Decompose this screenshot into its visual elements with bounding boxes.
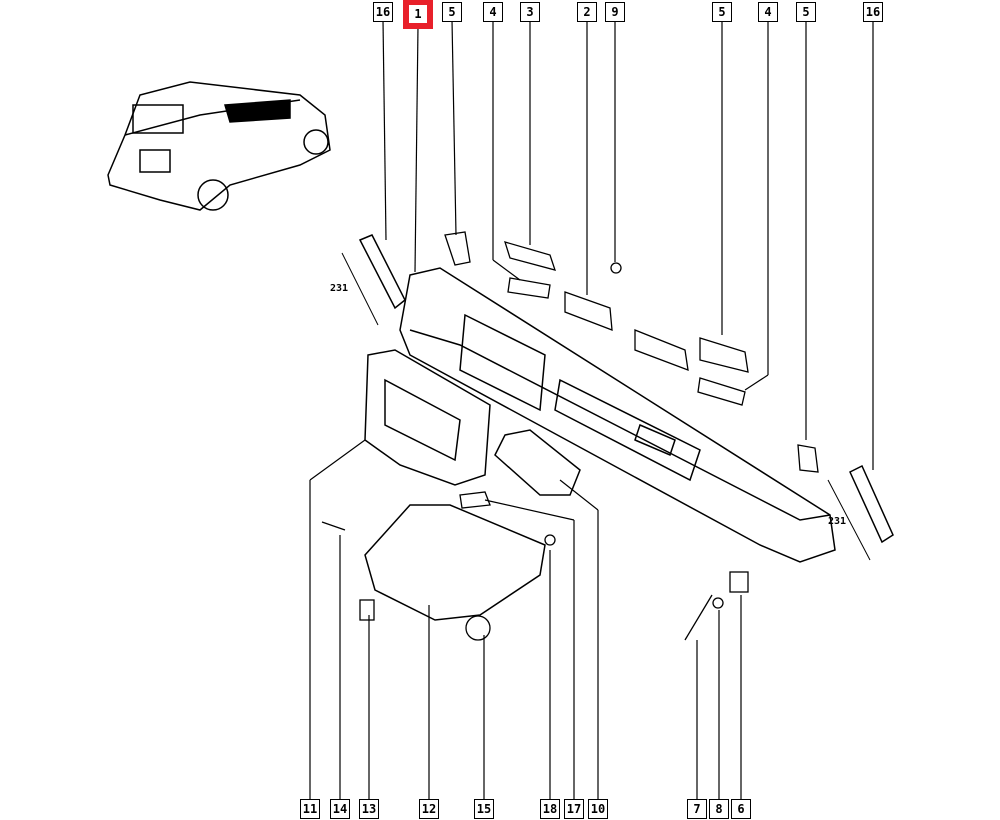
car-illustration — [107, 81, 331, 211]
small-parts — [321, 231, 819, 641]
callout-label[interactable]: 17 — [564, 799, 584, 819]
callout-label[interactable]: 16 — [863, 2, 883, 22]
callout-label[interactable]: 4 — [483, 2, 503, 22]
tray-part — [494, 429, 581, 496]
callout-label[interactable]: 18 — [540, 799, 560, 819]
callout-label[interactable]: 12 — [419, 799, 439, 819]
lower-tray — [364, 504, 546, 621]
callout-label[interactable]: 3 — [520, 2, 540, 22]
callout-label[interactable]: 5 — [712, 2, 732, 22]
trim-strip-left — [358, 234, 406, 310]
callout-label[interactable]: 4 — [758, 2, 778, 22]
callout-label[interactable]: 14 — [330, 799, 350, 819]
callout-label[interactable]: 6 — [731, 799, 751, 819]
callout-label[interactable]: 2 — [577, 2, 597, 22]
callout-label[interactable]: 13 — [359, 799, 379, 819]
callout-label[interactable]: 7 — [687, 799, 707, 819]
dimension-label-right: 231 — [828, 516, 847, 527]
callout-label[interactable]: 16 — [373, 2, 393, 22]
callout-label[interactable]: 10 — [588, 799, 608, 819]
callout-label[interactable]: 9 — [605, 2, 625, 22]
callout-label[interactable]: 11 — [300, 799, 320, 819]
leader-lines — [309, 19, 874, 802]
callout-label[interactable]: 5 — [442, 2, 462, 22]
callout-label[interactable]: 8 — [709, 799, 729, 819]
callout-label-highlighted[interactable]: 1 — [403, 0, 433, 29]
callout-label[interactable]: 15 — [474, 799, 494, 819]
callout-label[interactable]: 5 — [796, 2, 816, 22]
dimension-label-left: 231 — [330, 283, 349, 294]
trim-strip-right — [849, 464, 894, 544]
dashboard-panel — [399, 267, 836, 563]
instrument-housing — [364, 349, 491, 486]
